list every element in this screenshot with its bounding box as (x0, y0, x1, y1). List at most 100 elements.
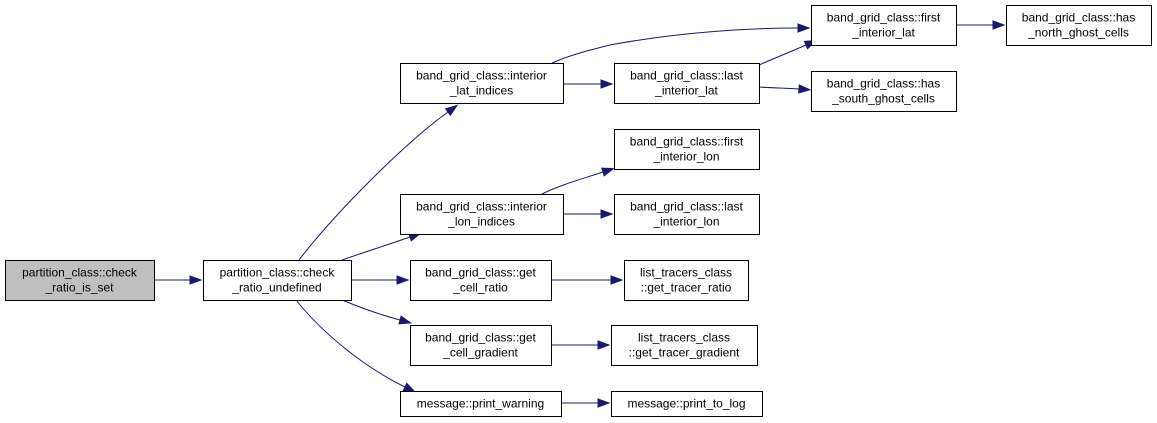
node-n3[interactable]: band_grid_class::interior_lon_indices (400, 194, 564, 235)
edge-line (295, 299, 406, 388)
node-n7[interactable]: band_grid_class::first_interior_lat (811, 5, 957, 46)
node-box[interactable] (811, 5, 957, 46)
edge-n8-n7 (758, 40, 818, 66)
node-label-line: band_grid_class::last (630, 200, 743, 214)
node-n4[interactable]: band_grid_class::get_cell_ratio (410, 260, 552, 301)
node-n14[interactable]: list_tracers_class::get_tracer_gradient (611, 325, 758, 366)
edge-n8-n10 (758, 84, 812, 94)
node-label-line: _south_ghost_cells (831, 92, 935, 106)
arrowhead (189, 275, 203, 285)
edge-line (551, 27, 799, 64)
node-label-line: band_grid_class::get (425, 331, 536, 345)
node-box[interactable] (611, 391, 763, 417)
node-label-line: _ratio_is_set (44, 281, 114, 295)
arrowhead (597, 340, 611, 350)
node-label-line: _lon_indices (447, 215, 515, 229)
node-label-line: band_grid_class::has (827, 77, 940, 91)
node-box[interactable] (624, 260, 749, 301)
edge-n0-n1 (154, 275, 203, 285)
node-label-line: partition_class::check (220, 266, 336, 280)
edge-n4-n13 (551, 275, 624, 285)
node-label-line: _interior_lon (652, 150, 719, 164)
node-n15[interactable]: message::print_to_log (611, 391, 763, 417)
node-n8[interactable]: band_grid_class::last_interior_lat (614, 63, 760, 104)
node-label-line: _lat_indices (449, 84, 513, 98)
node-label-line: band_grid_class::last (630, 69, 743, 83)
arrowhead (600, 209, 614, 219)
nodes-layer: partition_class::check_ratio_is_setparti… (5, 5, 1152, 417)
edge-n7-n9 (956, 20, 1006, 30)
node-label-line: _cell_ratio (452, 281, 508, 295)
node-n5[interactable]: band_grid_class::get_cell_gradient (410, 325, 552, 366)
node-box[interactable] (611, 325, 758, 366)
edge-n2-n8 (563, 79, 614, 89)
arrowhead (396, 275, 410, 285)
node-box[interactable] (400, 194, 564, 235)
node-box[interactable] (614, 63, 760, 104)
arrowhead (610, 275, 624, 285)
node-n13[interactable]: list_tracers_class::get_tracer_ratio (624, 260, 749, 301)
edge-line (758, 44, 807, 66)
node-label-line: ::get_tracer_gradient (629, 346, 740, 360)
edge-n2-n7 (551, 23, 811, 64)
edge-n3-n11 (541, 167, 615, 195)
node-label-line: message::print_warning (417, 397, 544, 411)
node-label-line: band_grid_class::interior (416, 200, 547, 214)
root-node-box[interactable] (5, 260, 155, 301)
node-n2[interactable]: band_grid_class::interior_lat_indices (400, 63, 564, 104)
arrowhead (601, 167, 615, 177)
arrowhead (402, 382, 417, 393)
node-label-line: _interior_lat (851, 26, 915, 40)
node-label-line: band_grid_class::interior (416, 69, 547, 83)
node-n9[interactable]: band_grid_class::has_north_ghost_cells (1006, 5, 1152, 46)
node-label-line: list_tracers_class (640, 266, 732, 280)
edge-line (341, 299, 401, 321)
edge-n1-n6 (295, 299, 417, 393)
node-n12[interactable]: band_grid_class::last_interior_lon (614, 194, 760, 235)
arrowhead (797, 23, 811, 33)
node-label-line: message::print_to_log (627, 397, 745, 411)
arrowhead (597, 398, 611, 408)
node-n6[interactable]: message::print_warning (400, 391, 562, 417)
arrowhead (398, 315, 413, 325)
node-box[interactable] (410, 325, 552, 366)
arrowhead (992, 20, 1006, 30)
node-n0[interactable]: partition_class::check_ratio_is_set (5, 260, 155, 301)
arrowhead (600, 79, 614, 89)
arrowhead (798, 84, 812, 94)
node-label-line: _interior_lat (654, 84, 718, 98)
edge-n1-n2 (298, 104, 459, 261)
node-label-line: partition_class::check (22, 266, 138, 280)
node-label-line: band_grid_class::first (630, 135, 744, 149)
node-label-line: band_grid_class::get (425, 266, 536, 280)
node-n1[interactable]: partition_class::check_ratio_undefined (203, 260, 352, 301)
edge-n3-n12 (563, 209, 614, 219)
node-box[interactable] (614, 194, 760, 235)
node-box[interactable] (1006, 5, 1152, 46)
node-box[interactable] (614, 129, 760, 170)
edge-line (298, 111, 449, 261)
node-label-line: _ratio_undefined (231, 281, 321, 295)
node-n10[interactable]: band_grid_class::has_south_ghost_cells (811, 71, 957, 112)
node-label-line: band_grid_class::first (827, 11, 941, 25)
edge-n6-n15 (561, 398, 611, 408)
edge-n1-n3 (341, 232, 422, 261)
node-box[interactable] (400, 391, 562, 417)
node-label-line: _north_ghost_cells (1027, 26, 1129, 40)
edge-n1-n4 (351, 275, 410, 285)
edge-line (341, 236, 411, 261)
node-label-line: _cell_gradient (442, 346, 518, 360)
node-label-line: ::get_tracer_ratio (641, 281, 732, 295)
node-box[interactable] (400, 63, 564, 104)
node-label-line: list_tracers_class (638, 331, 730, 345)
node-label-line: _interior_lon (652, 215, 719, 229)
edge-n5-n14 (551, 340, 611, 350)
node-box[interactable] (203, 260, 352, 301)
arrowhead (444, 104, 459, 117)
node-label-line: band_grid_class::has (1022, 11, 1135, 25)
node-box[interactable] (410, 260, 552, 301)
edge-line (541, 171, 604, 195)
edges-layer (154, 20, 1006, 408)
node-n11[interactable]: band_grid_class::first_interior_lon (614, 129, 760, 170)
node-box[interactable] (811, 71, 957, 112)
